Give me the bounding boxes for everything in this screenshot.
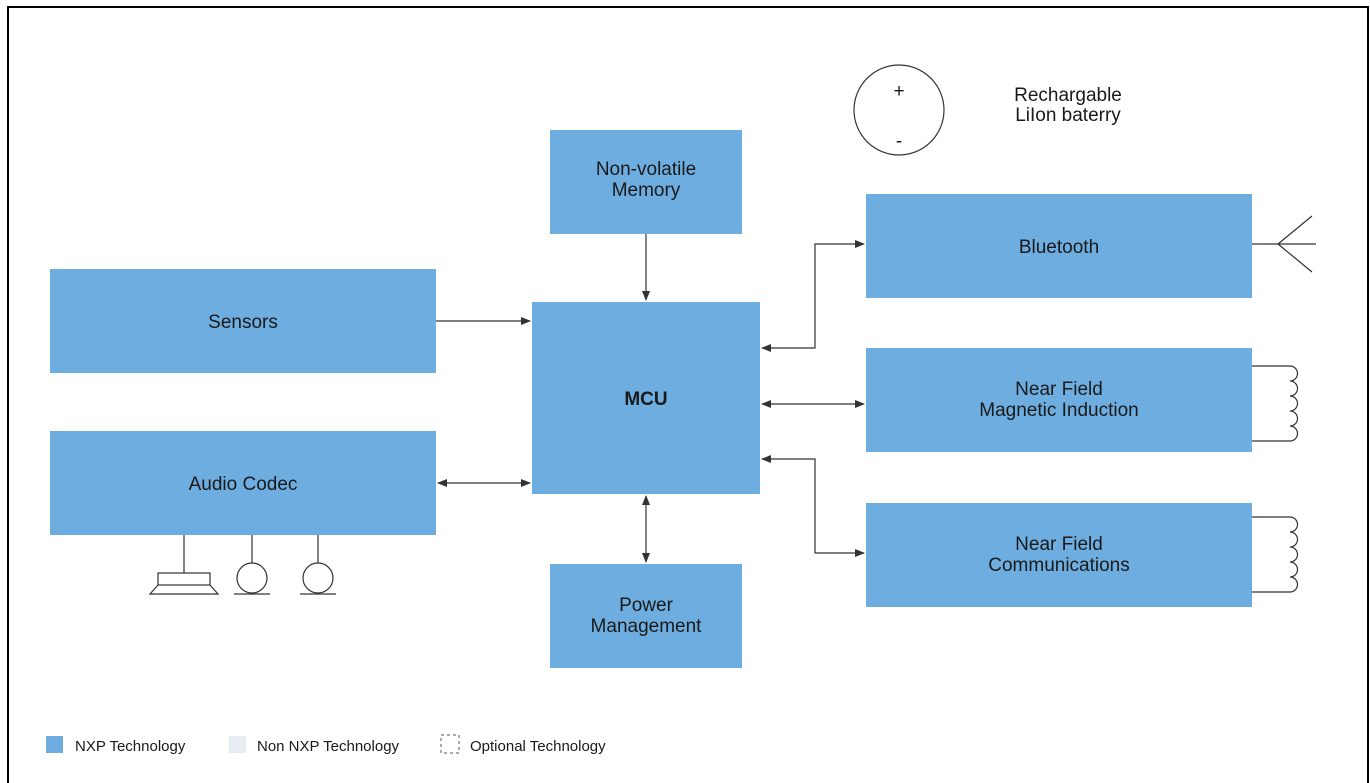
- svg-text:MCU: MCU: [624, 389, 667, 410]
- legend-nxp-swatch: [46, 736, 63, 753]
- bluetooth-block: Bluetooth: [866, 194, 1252, 298]
- nfmi-coil-icon: [1252, 365, 1299, 442]
- antenna-icon: [1252, 215, 1316, 273]
- svg-text:-: -: [896, 131, 902, 152]
- sensors-block: Sensors: [50, 269, 436, 373]
- microphone-icon: [234, 535, 270, 595]
- mcu-nfc-arrow: [761, 455, 865, 557]
- nfc-coil-icon: [1252, 516, 1299, 593]
- microphone-icon: [300, 535, 336, 595]
- svg-text:+: +: [893, 81, 904, 102]
- battery-icon: + -: [853, 64, 945, 156]
- connectors: [436, 234, 865, 563]
- audio-codec-block: Audio Codec: [50, 431, 436, 535]
- mcu-block: MCU: [532, 302, 760, 494]
- svg-text:Audio Codec: Audio Codec: [189, 474, 298, 495]
- mcu-bluetooth-arrow: [761, 240, 865, 352]
- speaker-icon: [148, 535, 220, 595]
- legend-non-nxp-label: Non NXP Technology: [257, 738, 400, 755]
- legend-optional-label: Optional Technology: [470, 738, 606, 755]
- legend-non-nxp-swatch: [229, 736, 246, 753]
- diagram-frame: [7, 6, 1369, 783]
- svg-text:Bluetooth: Bluetooth: [1019, 237, 1099, 258]
- legend: NXP Technology Non NXP Technology Option…: [46, 734, 606, 755]
- legend-optional-swatch: [440, 734, 460, 754]
- legend-nxp-label: NXP Technology: [75, 738, 186, 755]
- svg-text:Sensors: Sensors: [208, 312, 278, 333]
